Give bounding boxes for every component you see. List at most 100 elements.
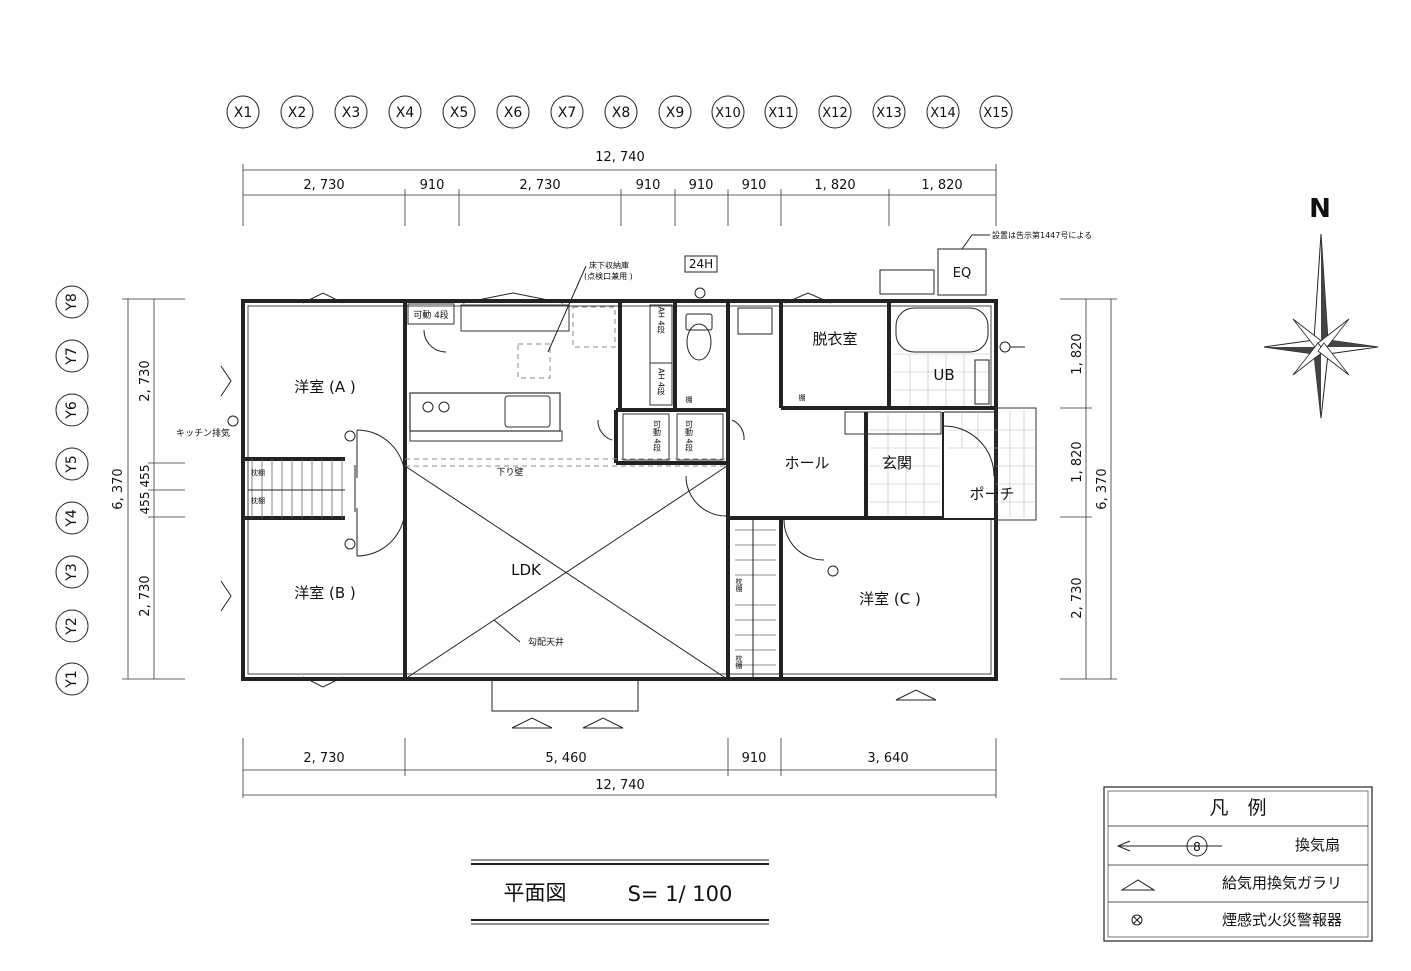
- x-axis-bubble: X11: [764, 95, 798, 129]
- movable-shelf-label: 可動 4段: [413, 309, 449, 321]
- legend-item-label: 給気用換気ガラリ: [1222, 874, 1342, 892]
- x-axis-label: X3: [342, 105, 361, 121]
- x-axis-label: X10: [715, 106, 740, 121]
- shelf-label: 棚: [799, 393, 806, 402]
- legend-item-label: 換気扇: [1295, 836, 1340, 854]
- y-axis-label: Y1: [64, 670, 80, 688]
- smoke-detector-icon: [827, 565, 839, 577]
- y-axis-label: Y3: [64, 563, 80, 581]
- x-axis-label: X8: [612, 105, 631, 121]
- bottom-dimensions: 2, 730 5, 460 910 3, 640 12, 740: [242, 738, 997, 798]
- y-axis-bubble: Y1: [55, 662, 89, 696]
- x-axis-label: X1: [234, 105, 253, 121]
- vent-24h-label: 24H: [689, 257, 713, 271]
- x-axis-bubble: X10: [711, 95, 745, 129]
- title-block: 平面図 S= 1/ 100: [471, 859, 769, 925]
- underfloor-storage-hatch: [517, 343, 551, 379]
- x-axis-bubble: X6: [496, 95, 530, 129]
- kitchen-counter: [409, 392, 561, 432]
- x-axis-bubble: X1: [226, 95, 260, 129]
- kitchen-sink: [504, 395, 551, 428]
- bay-window: [491, 678, 639, 712]
- top-dimension: 910: [420, 178, 445, 193]
- x-axis-label: X2: [288, 105, 307, 121]
- stove-burner: [438, 401, 450, 413]
- bottom-total-dimension: 12, 740: [595, 778, 645, 793]
- room-labels: 洋室 (A ) 洋室 (B ) 洋室 (C ) LDK ホール 玄関 ポーチ 脱…: [294, 330, 1014, 608]
- x-axis-label: X9: [666, 105, 685, 121]
- x-axis-label: X11: [768, 106, 793, 121]
- left-dimension: 455: [138, 492, 152, 515]
- building-walls: [241, 299, 998, 681]
- x-axis-bubble: X2: [280, 95, 314, 129]
- underfloor-sub-note: (点検口兼用 ): [584, 271, 633, 281]
- movable-shelf-label: 可動 4段: [653, 420, 662, 453]
- x-axis-label: X15: [983, 106, 1008, 121]
- x-axis-bubble: X14: [926, 95, 960, 129]
- y-axis-bubble: Y6: [55, 393, 89, 427]
- y-axis-label: Y6: [64, 401, 80, 420]
- smoke-detector-icon: [344, 430, 356, 442]
- left-dimensions: 6, 370 2, 730 455 455 2, 730: [111, 298, 185, 680]
- makura-shelf-label: 枕棚: [735, 577, 743, 593]
- left-total-dimension: 6, 370: [111, 468, 126, 509]
- room-label-ub: UB: [933, 366, 954, 384]
- top-dimension: 1, 820: [814, 178, 855, 193]
- x-axis-bubble: X12: [818, 95, 852, 129]
- top-dimension: 2, 730: [519, 178, 560, 193]
- movable-shelf: [407, 303, 455, 325]
- x-axis-label: X13: [876, 106, 901, 121]
- y-axis-bubble: Y5: [55, 447, 89, 481]
- room-label-hall: ホール: [784, 454, 829, 472]
- x-axis-bubble: X8: [604, 95, 638, 129]
- outdoor-unit: [879, 269, 935, 295]
- x-grid-axes: X1 X2 X3 X4 X5 X6 X7 X8 X9 X10 X11 X12 X…: [226, 95, 1013, 129]
- exhaust-fan-icon: [999, 341, 1011, 353]
- y-axis-bubble: Y4: [55, 501, 89, 535]
- ah-shelf-label: AH 4段: [657, 368, 666, 396]
- x-axis-label: X4: [396, 105, 415, 121]
- top-dimension: 910: [742, 178, 767, 193]
- top-dimension: 2, 730: [303, 178, 344, 193]
- y-axis-label: Y7: [64, 347, 80, 365]
- makura-shelf-label: 枕棚: [251, 496, 265, 505]
- right-dimension: 1, 820: [1070, 441, 1085, 482]
- bottom-dimension: 3, 640: [867, 751, 908, 766]
- top-dimensions: 12, 740 2, 730 910 2, 730 910 910 910 1,…: [242, 150, 997, 226]
- room-label-ldk: LDK: [511, 561, 542, 579]
- y-axis-label: Y4: [64, 509, 80, 528]
- drawing-scale: S= 1/ 100: [628, 882, 733, 906]
- annotations: 床下収納庫 (点検口兼用 ) 24H EQ 設置は告示第1447号による キッチ…: [176, 230, 1092, 670]
- room-label-porch: ポーチ: [969, 485, 1014, 503]
- fixtures: [248, 248, 990, 712]
- right-total-dimension: 6, 370: [1095, 468, 1110, 509]
- kitchen-exhaust-label: キッチン排気: [176, 427, 230, 439]
- y-axis-bubble: Y3: [55, 555, 89, 589]
- legend-smoke-detector-icon: [1131, 914, 1143, 926]
- right-dimension: 2, 730: [1070, 577, 1085, 618]
- x-axis-bubble: X5: [442, 95, 476, 129]
- top-total-dimension: 12, 740: [595, 150, 645, 165]
- bottom-dimension: 910: [742, 751, 767, 766]
- makura-shelf-label: 枕棚: [735, 654, 743, 670]
- movable-shelf-label: 可動 4段: [685, 420, 694, 453]
- x-axis-bubble: X15: [979, 95, 1013, 129]
- vent-24h-box: [684, 255, 718, 273]
- x-axis-bubble: X7: [550, 95, 584, 129]
- x-axis-bubble: X13: [872, 95, 906, 129]
- door-room-c: [783, 519, 825, 561]
- doors: [356, 329, 995, 561]
- legend-supply-grille-icon: [1120, 879, 1156, 891]
- y-axis-bubble: Y8: [55, 285, 89, 319]
- supply-grilles: [511, 689, 937, 729]
- makura-shelf-label: 枕棚: [251, 468, 265, 477]
- koubai-ceiling-label: 勾配天井: [528, 636, 564, 648]
- supply-grille-icon: [582, 717, 624, 729]
- room-label-dressing: 脱衣室: [812, 330, 857, 348]
- x-axis-label: X14: [930, 106, 955, 121]
- bottom-dimension: 5, 460: [545, 751, 586, 766]
- exhaust-fans: [227, 287, 1025, 427]
- x-axis-label: X12: [822, 106, 847, 121]
- door-room-b: [356, 507, 406, 557]
- top-dimension: 1, 820: [921, 178, 962, 193]
